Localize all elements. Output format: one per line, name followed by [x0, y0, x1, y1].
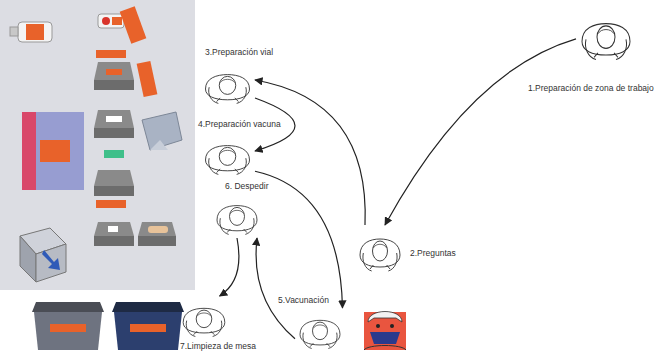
step-figure: 3.Preparación vial — [200, 62, 255, 107]
supply-boxes — [94, 6, 182, 246]
step-figure: 4.Preparación vacuna — [200, 133, 255, 178]
flow-arrow — [256, 238, 295, 339]
flow-arrow — [255, 171, 343, 308]
flow-arrow — [385, 39, 576, 225]
step-figure: 2.Preguntas — [355, 225, 405, 275]
sanitizer-bottle — [10, 22, 52, 42]
step-label: 6. Despedir — [225, 181, 268, 191]
person-figure — [295, 308, 345, 352]
step-label: 7.Limpieza de mesa — [180, 341, 256, 351]
person-figure — [178, 296, 230, 340]
step-label: 2.Preguntas — [410, 248, 456, 258]
patient-icon — [364, 312, 406, 351]
person-figure — [576, 8, 636, 64]
step-label: 1.Preparación de zona de trabajo — [528, 83, 654, 93]
storage-bin-blue — [112, 302, 184, 350]
person-figure — [212, 193, 262, 238]
step-figure: 1.Preparación de zona de trabajo — [576, 8, 636, 64]
step-figure: 7.Limpieza de mesa — [178, 296, 230, 340]
step-label: 4.Preparación vacuna — [198, 119, 281, 129]
work-mat — [22, 112, 84, 190]
table-panel — [0, 0, 195, 290]
step-label: 5.Vacunación — [278, 295, 329, 305]
storage-bin-grey — [32, 302, 104, 350]
step-label: 3.Preparación vial — [205, 47, 273, 57]
step-figure: 6. Despedir — [212, 193, 262, 238]
person-figure — [200, 133, 255, 178]
person-figure — [200, 62, 255, 107]
step-figure: 5.Vacunación — [295, 308, 345, 352]
person-figure — [355, 225, 405, 275]
red-bottle — [98, 14, 124, 28]
sharps-container — [20, 228, 66, 282]
flow-arrow — [220, 238, 239, 296]
